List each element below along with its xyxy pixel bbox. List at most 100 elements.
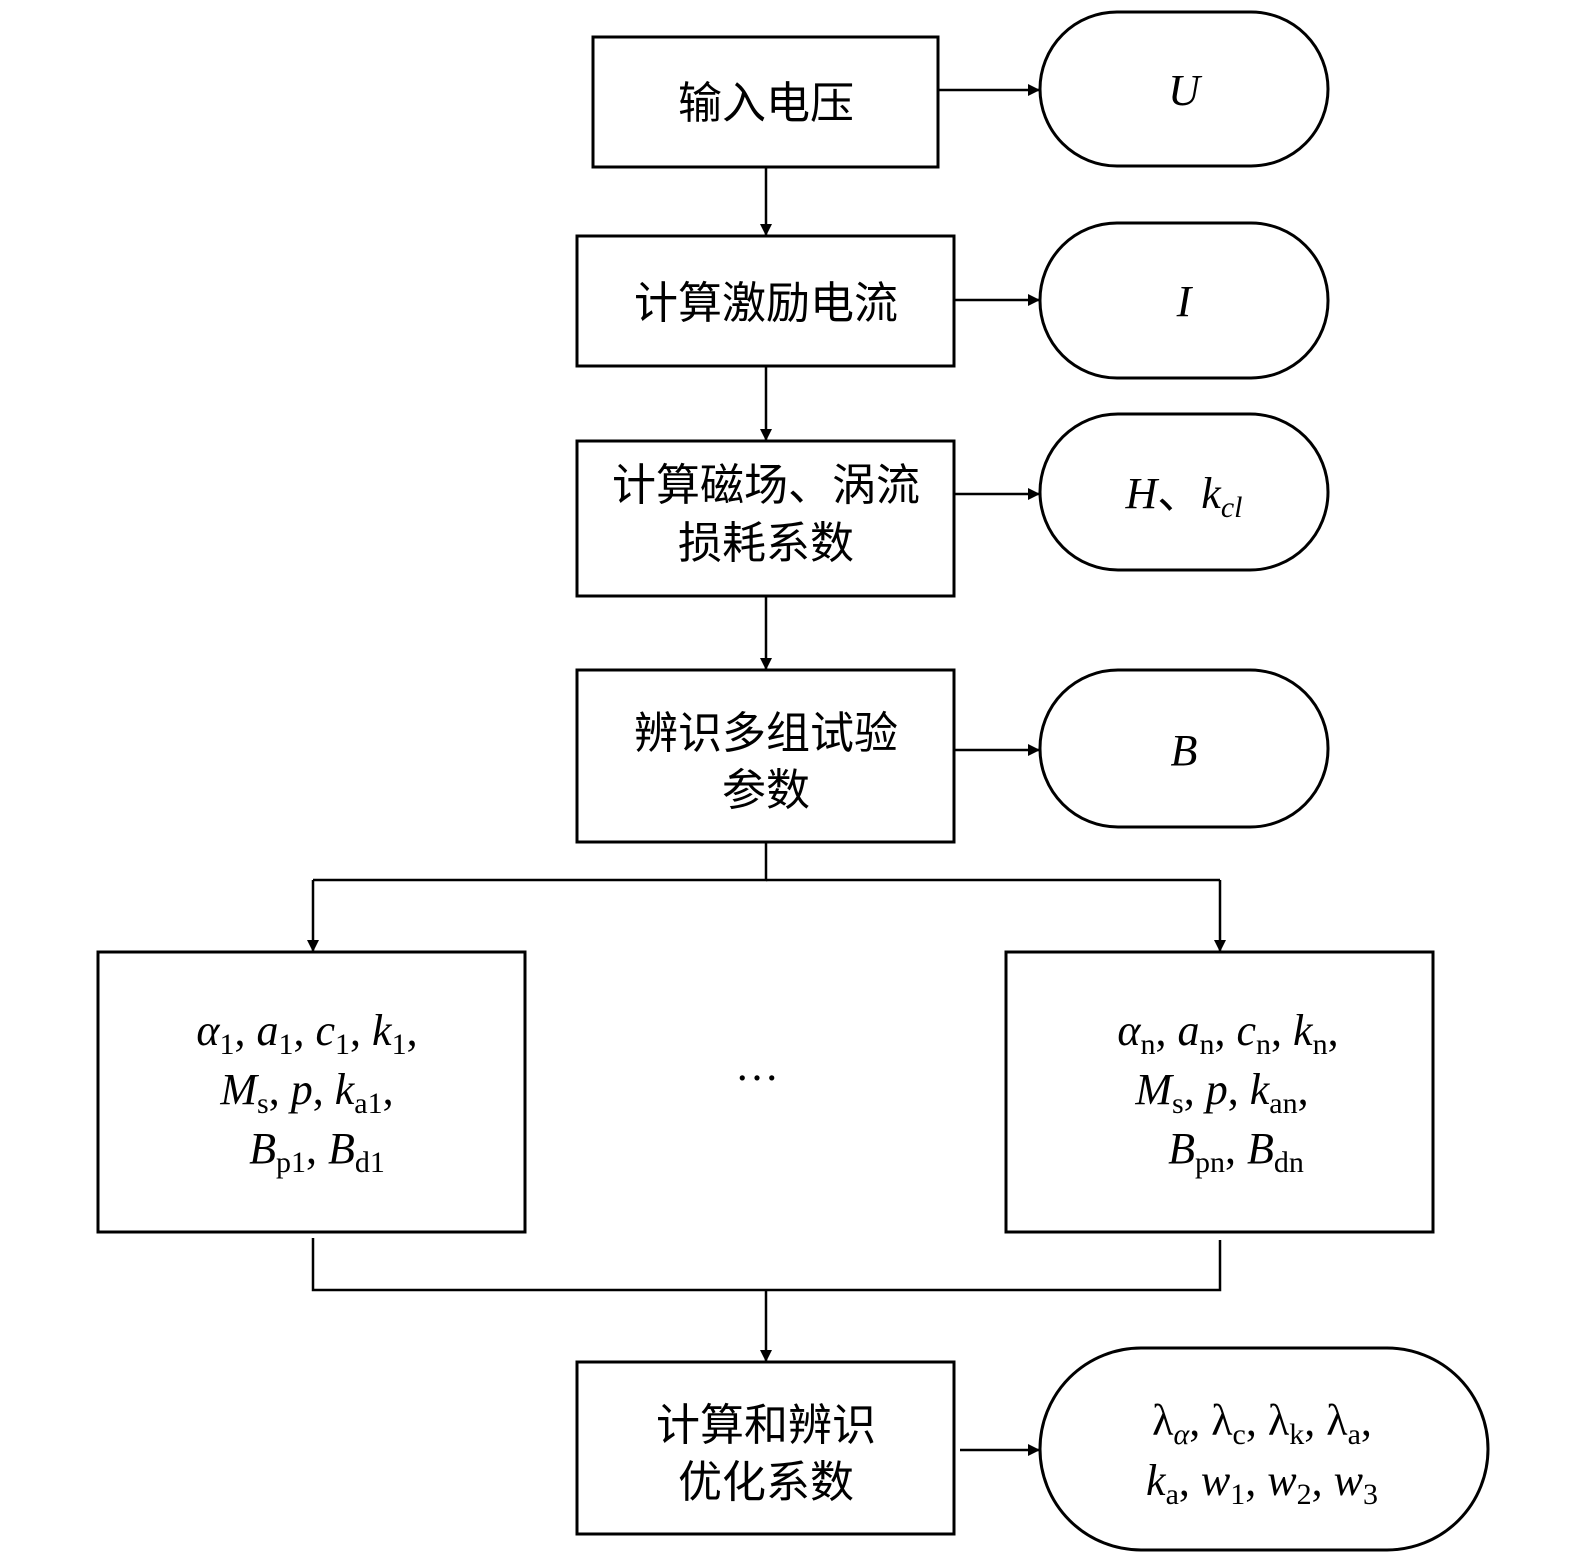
math-symbol: w bbox=[1334, 1456, 1364, 1505]
math-subscript: s bbox=[257, 1087, 269, 1120]
math-symbol: k bbox=[1250, 1065, 1271, 1114]
split-connector bbox=[313, 842, 768, 882]
output-label: H、kcl bbox=[1125, 469, 1243, 524]
math-symbol: , bbox=[235, 1006, 257, 1055]
step-label: 计算激励电流 bbox=[634, 278, 898, 329]
math-subscript: n bbox=[1200, 1028, 1215, 1061]
math-subscript: 1 bbox=[1230, 1478, 1245, 1511]
math-subscript: 3 bbox=[1363, 1478, 1378, 1511]
math-symbol: , bbox=[1184, 1065, 1206, 1114]
math-symbol: , bbox=[1312, 1456, 1334, 1505]
output-label: U bbox=[1168, 66, 1203, 115]
param-line-1: αn, an, cn, kn, bbox=[1117, 1006, 1338, 1061]
math-symbol: B bbox=[249, 1124, 276, 1173]
step-label-line-1: 辨识多组试验 bbox=[634, 708, 898, 759]
math-symbol: , bbox=[350, 1006, 372, 1055]
branch-group-n: αn, an, cn, kn, Ms, p, kan, Bpn, Bdn bbox=[1004, 950, 1435, 1234]
math-symbol: λ bbox=[1268, 1396, 1290, 1445]
math-subscript: 1 bbox=[279, 1028, 294, 1061]
math-symbol: B bbox=[328, 1124, 355, 1173]
math-subscript: 1 bbox=[392, 1028, 407, 1061]
parameter-box bbox=[1004, 950, 1435, 1234]
step-label-line-1: 计算和辨识 bbox=[656, 1400, 876, 1451]
param-line-2: Ms, p, ka1, bbox=[219, 1065, 393, 1120]
math-symbol: , bbox=[383, 1065, 394, 1114]
math-subscript: n bbox=[1313, 1028, 1328, 1061]
math-subscript: a1 bbox=[354, 1087, 382, 1120]
math-symbol: , bbox=[1225, 1124, 1247, 1173]
step-calc-optimization: 计算和辨识 优化系数 bbox=[575, 1360, 956, 1536]
math-subscript: c bbox=[1233, 1418, 1246, 1451]
process-box bbox=[575, 439, 956, 598]
math-subscript: k bbox=[1289, 1418, 1304, 1451]
math-subscript: 1 bbox=[220, 1028, 235, 1061]
math-symbol: , bbox=[306, 1124, 328, 1173]
math-symbol: , bbox=[1215, 1006, 1237, 1055]
merge-connector bbox=[311, 1238, 1222, 1292]
math-symbol: M bbox=[1134, 1065, 1174, 1114]
math-symbol: , bbox=[313, 1065, 335, 1114]
math-symbol: , bbox=[1271, 1006, 1293, 1055]
terminal-shape bbox=[1038, 1346, 1490, 1552]
step-label-line-1: 计算磁场、涡流 bbox=[612, 460, 920, 511]
branch-group-1: α1, a1, c1, k1, Ms, p, ka1, Bp1, Bd1 bbox=[96, 950, 527, 1234]
math-subscript: dn bbox=[1274, 1146, 1304, 1179]
math-symbol: M bbox=[219, 1065, 259, 1114]
math-symbol: α bbox=[196, 1006, 220, 1055]
output-b: B bbox=[1038, 668, 1330, 829]
math-symbol: B bbox=[1171, 726, 1198, 775]
math-subscript: pn bbox=[1195, 1146, 1225, 1179]
math-symbol: λ bbox=[1326, 1396, 1348, 1445]
terminal-shape bbox=[1038, 412, 1330, 572]
output-i: I bbox=[1038, 221, 1330, 380]
math-symbol: w bbox=[1201, 1456, 1231, 1505]
math-symbol: k bbox=[1201, 469, 1222, 518]
step-label-line-2: 优化系数 bbox=[678, 1457, 854, 1508]
output-line-1: λα, λc, λk, λa, bbox=[1152, 1396, 1372, 1451]
param-line-2: Ms, p, kan, bbox=[1134, 1065, 1308, 1120]
math-symbol: , bbox=[1304, 1396, 1326, 1445]
step-label-line-2: 参数 bbox=[722, 765, 810, 816]
param-line-3: Bp1, Bd1 bbox=[249, 1124, 385, 1179]
math-subscript: s bbox=[1172, 1087, 1184, 1120]
output-label: B bbox=[1171, 726, 1198, 775]
math-symbol: U bbox=[1168, 66, 1203, 115]
math-symbol: k bbox=[1146, 1456, 1167, 1505]
math-symbol: B bbox=[1247, 1124, 1274, 1173]
math-symbol: k bbox=[1293, 1006, 1314, 1055]
output-line-2: ka, w1, w2, w3 bbox=[1146, 1456, 1378, 1511]
math-symbol: w bbox=[1267, 1456, 1297, 1505]
process-box bbox=[591, 35, 940, 169]
step-label-line-2: 损耗系数 bbox=[678, 518, 854, 569]
math-subscript: α bbox=[1173, 1418, 1190, 1451]
math-symbol: H bbox=[1125, 469, 1160, 518]
math-symbol: , bbox=[1298, 1065, 1309, 1114]
ellipsis: … bbox=[735, 1041, 779, 1090]
param-line-1: α1, a1, c1, k1, bbox=[196, 1006, 417, 1061]
math-symbol: , bbox=[1189, 1396, 1211, 1445]
math-symbol: I bbox=[1176, 277, 1194, 326]
math-symbol: , bbox=[1156, 1006, 1178, 1055]
math-symbol: B bbox=[1168, 1124, 1195, 1173]
math-subscript: an bbox=[1269, 1087, 1297, 1120]
math-symbol: , bbox=[269, 1065, 291, 1114]
math-symbol: a bbox=[257, 1006, 279, 1055]
math-subscript: a bbox=[1166, 1478, 1179, 1511]
math-symbol: , bbox=[1246, 1396, 1268, 1445]
math-symbol: p bbox=[288, 1065, 313, 1114]
math-subscript: p1 bbox=[276, 1146, 306, 1179]
output-h-kcl: H、kcl bbox=[1038, 412, 1330, 572]
math-subscript: cl bbox=[1221, 491, 1243, 524]
math-symbol: k bbox=[335, 1065, 356, 1114]
math-subscript: n bbox=[1256, 1028, 1271, 1061]
math-symbol: c bbox=[316, 1006, 336, 1055]
math-symbol: 、 bbox=[1157, 469, 1201, 518]
math-symbol: α bbox=[1117, 1006, 1141, 1055]
math-symbol: , bbox=[1245, 1456, 1267, 1505]
math-subscript: a bbox=[1348, 1418, 1361, 1451]
math-symbol: , bbox=[1328, 1006, 1339, 1055]
output-optimization-coefficients: λα, λc, λk, λa, ka, w1, w2, w3 bbox=[1038, 1346, 1490, 1552]
math-symbol: a bbox=[1178, 1006, 1200, 1055]
math-symbol: λ bbox=[1152, 1396, 1174, 1445]
